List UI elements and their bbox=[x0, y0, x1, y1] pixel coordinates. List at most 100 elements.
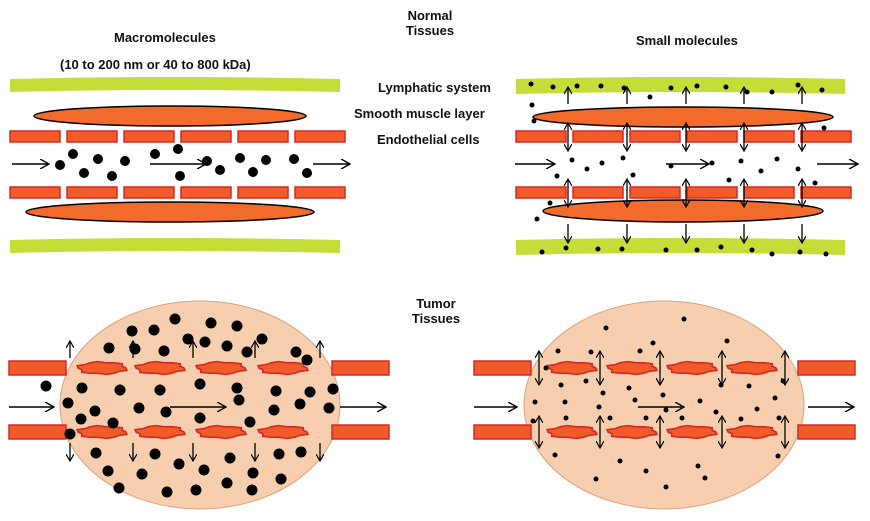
macromolecule-particle bbox=[129, 343, 141, 355]
macromolecule-particle bbox=[194, 378, 206, 390]
macromolecule-particle bbox=[231, 320, 243, 332]
small-molecule-particle bbox=[718, 244, 724, 250]
small-molecule-particle bbox=[754, 406, 760, 412]
small-molecule-particle bbox=[620, 155, 626, 161]
small-molecule-particle bbox=[574, 83, 580, 89]
smooth-muscle-label: Smooth muscle layer bbox=[354, 106, 485, 121]
endothelial-cell bbox=[331, 360, 390, 376]
macromolecule-particle bbox=[235, 153, 245, 163]
macromolecule-particle bbox=[76, 382, 88, 394]
tumor-tissue-right bbox=[523, 300, 805, 510]
small-molecule-particle bbox=[668, 163, 674, 169]
small-molecule-particle bbox=[630, 172, 636, 178]
macromolecule-particle bbox=[194, 412, 206, 424]
small-molecule-particle bbox=[795, 166, 801, 172]
leaky-endothelial-cell bbox=[75, 360, 129, 376]
small-molecule-particle bbox=[603, 325, 609, 331]
macromolecule-particle bbox=[68, 149, 78, 159]
small-molecule-particle bbox=[531, 118, 537, 124]
endothelial-cell bbox=[797, 424, 856, 440]
flow-arrows bbox=[9, 88, 857, 460]
small-molecule-particle bbox=[823, 251, 829, 257]
smooth-muscle-top-right bbox=[532, 106, 834, 128]
small-molecule-particle bbox=[643, 468, 649, 474]
endothelial-cell bbox=[237, 130, 289, 143]
small-molecule-particle bbox=[588, 349, 594, 355]
macromolecule-particle bbox=[136, 468, 148, 480]
small-molecule-particle bbox=[595, 246, 601, 252]
macromolecule-particle bbox=[215, 165, 225, 175]
small-molecule-particle bbox=[547, 200, 553, 206]
macromolecule-particle bbox=[323, 402, 335, 414]
macromolecule-particle bbox=[55, 160, 65, 170]
macromolecule-particle bbox=[294, 398, 306, 410]
small-molecule-particle bbox=[534, 216, 540, 222]
endothelial-cell bbox=[572, 186, 624, 199]
endothelial-cell bbox=[180, 186, 232, 199]
small-molecule-particle bbox=[795, 82, 801, 88]
tumor-title-line2: Tissues bbox=[411, 311, 461, 326]
endothelial-cell bbox=[629, 186, 681, 199]
macromolecule-particle bbox=[190, 484, 202, 496]
leaky-endothelial-cell bbox=[194, 360, 248, 376]
small-molecule-particle bbox=[647, 94, 653, 100]
small-molecule-particle bbox=[558, 382, 564, 388]
lymphatic-vessel-bottom-left bbox=[10, 238, 340, 253]
small-molecule-particle bbox=[769, 89, 775, 95]
macromolecule-particle bbox=[75, 413, 87, 425]
small-molecule-particle bbox=[555, 348, 561, 354]
endothelial-cell bbox=[180, 130, 232, 143]
small-molecule-particle bbox=[749, 247, 755, 253]
small-molecule-particle bbox=[617, 458, 623, 464]
small-molecule-particle bbox=[543, 365, 549, 371]
small-molecule-particle bbox=[607, 415, 613, 421]
endothelial-cell bbox=[8, 424, 67, 440]
small-molecule-particle bbox=[723, 84, 729, 90]
small-molecule-particle bbox=[643, 415, 649, 421]
macromolecule-particle bbox=[173, 458, 185, 470]
small-molecule-particle bbox=[694, 83, 700, 89]
macromolecule-particle bbox=[224, 452, 236, 464]
endothelial-cell bbox=[8, 360, 67, 376]
macromolecule-particle bbox=[304, 386, 316, 398]
small-molecule-particle bbox=[738, 158, 744, 164]
small-molecule-particle bbox=[819, 87, 825, 93]
macromolecule-particle bbox=[133, 402, 145, 414]
macromolecule-particle bbox=[301, 354, 313, 366]
endothelial-cell bbox=[294, 130, 346, 143]
small-molecule-particle bbox=[599, 160, 605, 166]
small-molecule-particle bbox=[632, 397, 638, 403]
small-molecule-particle bbox=[679, 415, 685, 421]
macromolecule-particle bbox=[107, 171, 117, 181]
small-molecule-particle bbox=[812, 180, 818, 186]
small-molecule-particle bbox=[681, 316, 687, 322]
small-molecule-particle bbox=[668, 85, 674, 91]
small-molecule-particle bbox=[697, 398, 703, 404]
normal-title-line2: Tissues bbox=[405, 23, 455, 38]
small-molecule-particle bbox=[562, 399, 568, 405]
macromolecule-particle bbox=[113, 482, 125, 494]
small-molecule-particle bbox=[663, 484, 669, 490]
small-molecule-particle bbox=[772, 395, 778, 401]
macromolecule-particle bbox=[261, 155, 271, 165]
endothelial-cell bbox=[743, 130, 795, 143]
macromolecule-particle bbox=[175, 171, 185, 181]
leaky-endothelial-cell bbox=[194, 424, 248, 440]
macromolecule-particle bbox=[160, 406, 172, 418]
small-molecule-particle bbox=[563, 415, 569, 421]
endothelial-cell bbox=[797, 360, 856, 376]
leaky-endothelial-cell bbox=[605, 360, 659, 376]
macromolecule-particle bbox=[221, 340, 233, 352]
small-molecule-particle bbox=[529, 102, 535, 108]
leaky-endothelial-cell bbox=[133, 424, 187, 440]
endothelial-cell bbox=[800, 186, 852, 199]
macromolecule-particle bbox=[248, 167, 258, 177]
leaky-endothelial-cell bbox=[725, 424, 779, 440]
small-molecule-particle bbox=[626, 385, 632, 391]
endothelial-cell bbox=[572, 130, 624, 143]
small-molecule-particle bbox=[713, 409, 719, 415]
leaky-endothelial-cell bbox=[665, 424, 719, 440]
endothelial-cell bbox=[9, 186, 61, 199]
macromolecules-heading: Macromolecules bbox=[114, 30, 216, 45]
macromolecule-particle bbox=[233, 394, 245, 406]
